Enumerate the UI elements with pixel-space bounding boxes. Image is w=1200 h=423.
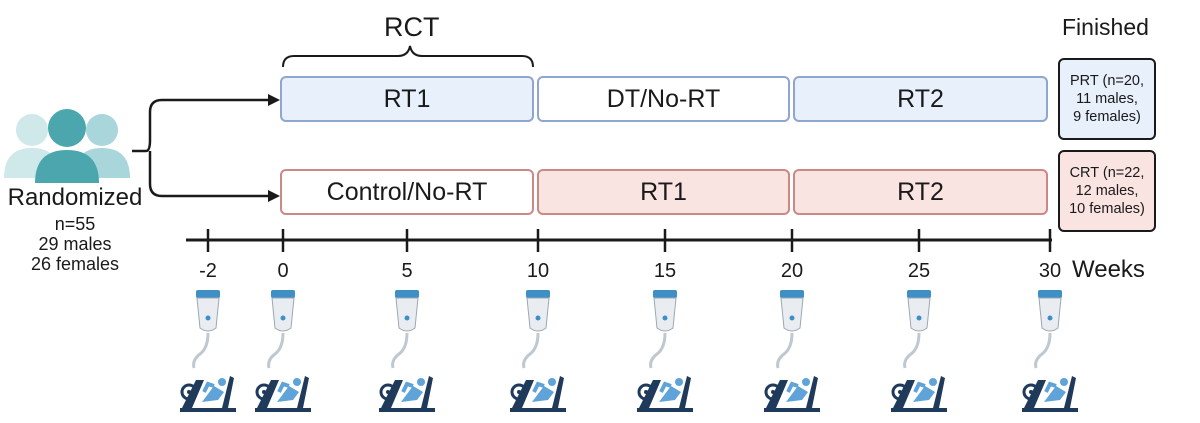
leg-press-machine-icon — [510, 376, 566, 412]
arm1-phase-rt2: RT2 — [793, 76, 1048, 122]
arm2-phase-rt2: RT2 — [793, 169, 1048, 215]
sample-size: n=55 — [54, 214, 96, 234]
ultrasound-probe-icon — [522, 290, 550, 369]
tick-label: 15 — [653, 260, 677, 282]
crt-line-2: 12 males, — [1075, 183, 1139, 199]
leg-press-machine-icon — [379, 376, 435, 412]
measurement-icon-column — [508, 288, 568, 423]
measurement-icon-column — [178, 288, 238, 423]
crt-line-1: CRT (n=22, — [1069, 165, 1145, 181]
leg-press-machine-icon — [180, 376, 236, 412]
arm2-phase-control: Control/No-RT — [280, 169, 534, 215]
prt-line-2: 11 males, — [1076, 91, 1138, 107]
arrow-bottom — [148, 151, 272, 198]
measurement-icon-column — [762, 288, 822, 423]
tick-label: 5 — [401, 260, 413, 282]
measurement-icon-column — [1020, 288, 1080, 423]
tick-label: 30 — [1038, 260, 1062, 282]
arm1-phase-dt: DT/No-RT — [537, 76, 790, 122]
ultrasound-probe-icon — [1034, 290, 1062, 369]
rct-bracket — [282, 45, 534, 68]
ultrasound-probe-icon — [649, 290, 677, 369]
females-count: 26 females — [30, 254, 120, 274]
ultrasound-probe-icon — [776, 290, 804, 369]
tick-label: 10 — [526, 260, 550, 282]
leg-press-machine-icon — [1022, 376, 1078, 412]
measurement-icon-column — [253, 288, 313, 423]
ultrasound-probe-icon — [903, 290, 931, 369]
arrowhead-top — [268, 94, 280, 106]
leg-press-machine-icon — [637, 376, 693, 412]
crt-line-3: 10 females) — [1069, 201, 1145, 217]
weeks-label: Weeks — [1072, 256, 1145, 283]
leg-press-machine-icon — [891, 376, 947, 412]
measurement-icon-column — [377, 288, 437, 423]
finished-label: Finished — [1062, 14, 1149, 40]
ultrasound-probe-icon — [391, 290, 419, 369]
crt-result-box: CRT (n=22, 12 males, 10 females) — [1058, 150, 1156, 232]
measurement-icon-column — [635, 288, 695, 423]
tick-label: 20 — [780, 260, 804, 282]
ultrasound-probe-icon — [192, 290, 220, 369]
tick-label: -2 — [199, 260, 217, 282]
arm1-phase-rt1: RT1 — [280, 76, 534, 122]
rct-label: RCT — [384, 12, 440, 42]
tick-label: 25 — [907, 260, 931, 282]
timeline-ticks — [206, 229, 1052, 252]
people-group-icon — [4, 109, 130, 183]
prt-result-box: PRT (n=20, 11 males, 9 females) — [1058, 58, 1156, 140]
prt-line-3: 9 females) — [1073, 109, 1141, 125]
males-count: 29 males — [38, 234, 112, 254]
ultrasound-probe-icon — [267, 290, 295, 369]
tick-label: 0 — [277, 260, 289, 282]
arrow-top — [132, 98, 272, 153]
arrowhead-bottom — [268, 190, 280, 202]
measurement-icon-column — [889, 288, 949, 423]
leg-press-machine-icon — [255, 376, 311, 412]
leg-press-machine-icon — [764, 376, 820, 412]
arm2-phase-rt1: RT1 — [537, 169, 790, 215]
randomized-label: Randomized — [7, 184, 143, 211]
prt-line-1: PRT (n=20, — [1069, 73, 1145, 89]
